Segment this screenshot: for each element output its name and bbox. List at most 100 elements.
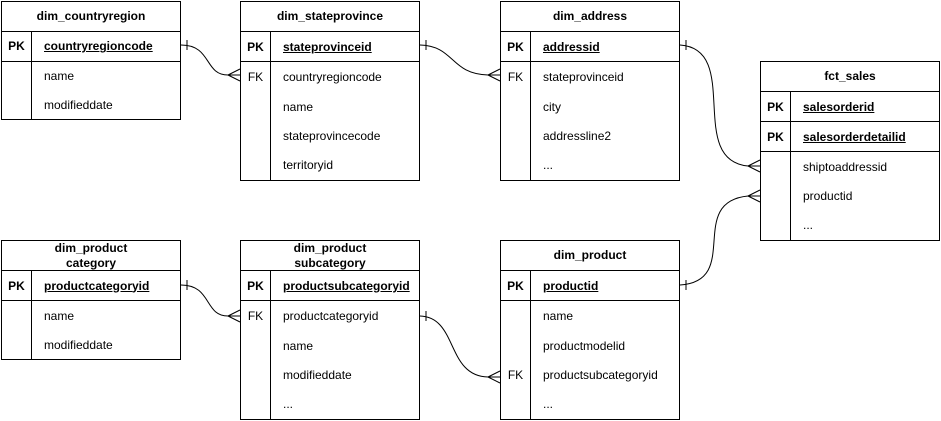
table-row: territoryid — [241, 150, 419, 181]
table-row: stateprovincecode — [241, 121, 419, 151]
key-cell — [761, 181, 791, 211]
key-cell — [501, 150, 531, 181]
table-row: modifieddate — [2, 90, 180, 120]
table-row: name — [501, 301, 679, 331]
table-dim-address[interactable]: dim_address PK addressid FK stateprovinc… — [500, 1, 680, 181]
field-name: modifieddate — [44, 337, 113, 352]
relationship-countryregion-stateprovince[interactable] — [180, 40, 241, 82]
table-row: productid — [761, 181, 939, 211]
table-row: PK countryregioncode — [2, 32, 180, 62]
field-name: name — [283, 99, 314, 114]
crow-foot-many-icon — [487, 370, 501, 384]
table-title: dim_product category — [2, 241, 180, 271]
field-name: salesorderid — [803, 99, 875, 114]
key-cell — [241, 150, 271, 181]
table-row: PK stateprovinceid — [241, 32, 419, 63]
field-name: productsubcategoryid — [543, 367, 658, 382]
table-row: shiptoaddressid — [761, 152, 939, 182]
table-title: dim_product — [501, 241, 679, 271]
table-dim-product[interactable]: dim_product PK productid name productmod… — [500, 240, 680, 420]
key-cell: PK — [2, 271, 32, 300]
table-dim-productsubcategory[interactable]: dim_product subcategory PK productsubcat… — [240, 240, 420, 420]
field-name: name — [44, 308, 75, 323]
field-name: stateprovinceid — [283, 39, 372, 54]
field-name: productsubcategoryid — [283, 278, 410, 293]
crow-foot-many-icon — [227, 68, 241, 82]
table-row: ... — [761, 210, 939, 241]
field-name: addressline2 — [543, 128, 612, 143]
field-name: productcategoryid — [44, 278, 150, 293]
field-name: name — [543, 309, 574, 324]
table-fct-sales[interactable]: fct_sales PK salesorderid PK salesorderd… — [760, 61, 940, 241]
field-name: shiptoaddressid — [803, 160, 888, 174]
table-row: PK salesorderdetailid — [761, 122, 939, 153]
key-cell — [501, 301, 531, 331]
table-title: dim_product subcategory — [241, 241, 419, 271]
table-title: dim_address — [501, 2, 679, 32]
field-name: stateprovinceid — [543, 70, 624, 85]
field-name: productcategoryid — [283, 309, 379, 324]
connector-line — [679, 195, 749, 286]
table-row: ... — [501, 389, 679, 420]
field-name: ... — [543, 158, 554, 173]
crow-foot-many-icon — [747, 159, 761, 173]
table-row: FK countryregioncode — [241, 62, 419, 92]
connector-line — [679, 44, 749, 167]
table-row: PK productsubcategoryid — [241, 271, 419, 302]
relationship-address-fctsales[interactable] — [679, 40, 761, 173]
field-name: ... — [283, 397, 294, 412]
key-cell — [2, 330, 32, 359]
table-dim-productcategory[interactable]: dim_product category PK productcategoryi… — [1, 240, 181, 360]
field-name: modifieddate — [44, 97, 113, 112]
key-cell — [241, 91, 271, 122]
table-row: PK productid — [501, 271, 679, 302]
table-row: name — [2, 301, 180, 330]
key-cell: PK — [241, 271, 271, 301]
table-row: FK stateprovinceid — [501, 62, 679, 92]
field-name: addressid — [543, 39, 600, 54]
table-row: modifieddate — [2, 330, 180, 359]
key-cell — [2, 61, 32, 91]
table-row: modifieddate — [241, 360, 419, 390]
field-name: territoryid — [283, 158, 334, 173]
table-row: FK productcategoryid — [241, 301, 419, 331]
table-row: name — [241, 91, 419, 122]
key-cell: PK — [501, 271, 531, 301]
table-row: PK productcategoryid — [2, 271, 180, 301]
table-dim-countryregion[interactable]: dim_countryregion PK countryregioncode n… — [1, 1, 181, 120]
field-name: stateprovincecode — [283, 128, 381, 143]
relationship-product-fctsales[interactable] — [679, 189, 761, 290]
key-cell: PK — [501, 32, 531, 62]
key-cell: FK — [241, 62, 271, 92]
field-name: name — [283, 338, 314, 353]
table-row: PK addressid — [501, 32, 679, 63]
field-name: modifieddate — [283, 367, 352, 382]
key-cell — [501, 389, 531, 420]
table-row: ... — [501, 150, 679, 181]
key-cell: PK — [761, 122, 791, 152]
relationship-category-subcategory[interactable] — [180, 280, 241, 323]
key-cell — [241, 330, 271, 361]
table-row: addressline2 — [501, 121, 679, 151]
relationship-subcategory-product[interactable] — [419, 311, 501, 384]
crow-foot-many-icon — [227, 309, 241, 323]
table-title: fct_sales — [761, 62, 939, 92]
field-name: ... — [803, 218, 814, 233]
key-cell — [501, 121, 531, 151]
field-name: name — [44, 69, 75, 83]
key-cell — [761, 152, 791, 182]
key-cell — [501, 91, 531, 122]
connector-line — [180, 284, 229, 317]
relationship-stateprovince-address[interactable] — [419, 40, 501, 82]
crow-foot-many-icon — [747, 189, 761, 203]
table-title: dim_countryregion — [2, 2, 180, 32]
field-name: salesorderdetailid — [803, 129, 906, 144]
field-name: productid — [803, 189, 853, 204]
table-row: name — [2, 61, 180, 91]
key-cell — [2, 301, 32, 330]
connector-line — [419, 44, 489, 76]
key-cell: FK — [501, 360, 531, 390]
table-dim-stateprovince[interactable]: dim_stateprovince PK stateprovinceid FK … — [240, 1, 420, 181]
connector-line — [180, 44, 229, 76]
